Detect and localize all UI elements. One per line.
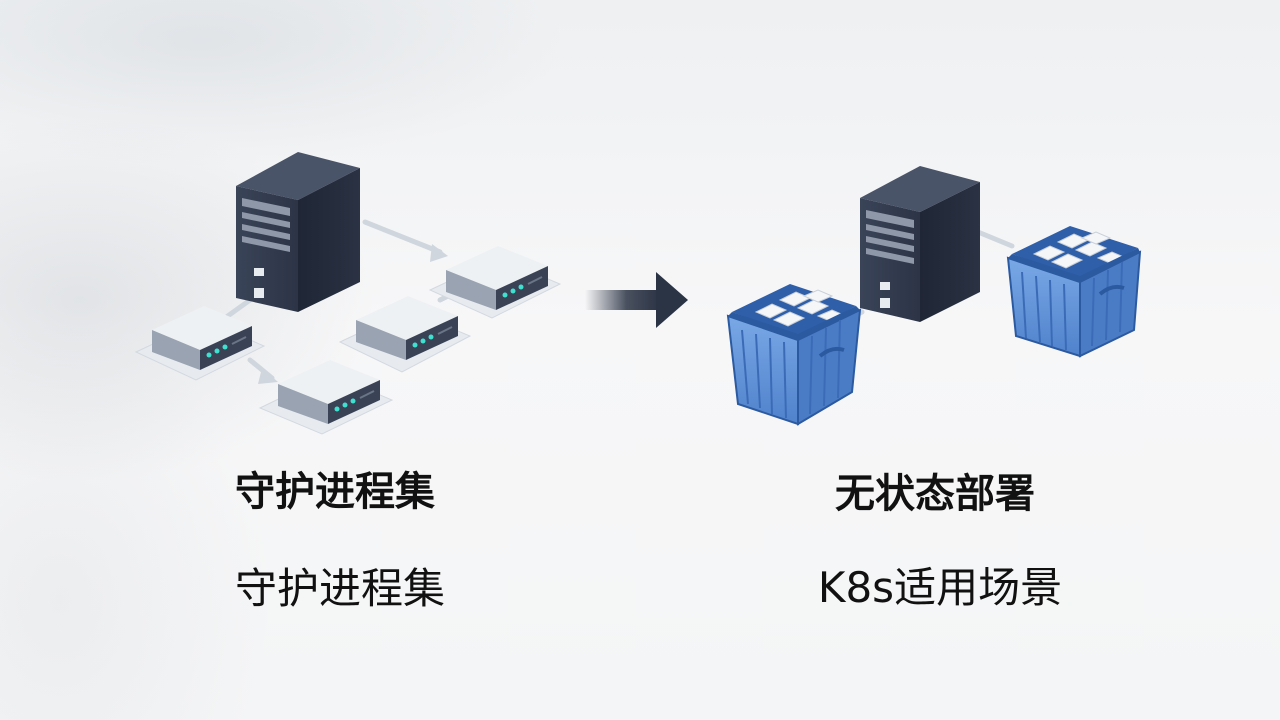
connector-arrowhead: [258, 368, 278, 384]
container-crate-icon: [726, 284, 862, 426]
container-crate-icon: [1006, 226, 1142, 358]
server-tower-icon: [236, 152, 360, 312]
server-tower-icon: [860, 166, 980, 322]
right-panel-subtitle: K8s适用场景: [817, 563, 1063, 612]
connector-arrowhead: [430, 244, 448, 262]
node-box-icon: [428, 246, 562, 319]
daemonset-illustration: [134, 152, 562, 435]
deployment-illustration: [726, 166, 1142, 426]
left-panel-title: 守护进程集: [235, 469, 435, 515]
right-panel-title: 无状态部署: [835, 471, 1035, 517]
left-panel-subtitle: 守护进程集: [234, 564, 445, 613]
node-box-icon: [258, 360, 394, 435]
node-box-icon: [338, 296, 472, 373]
node-box-icon: [134, 306, 266, 381]
arrow-right-icon: [585, 272, 688, 328]
